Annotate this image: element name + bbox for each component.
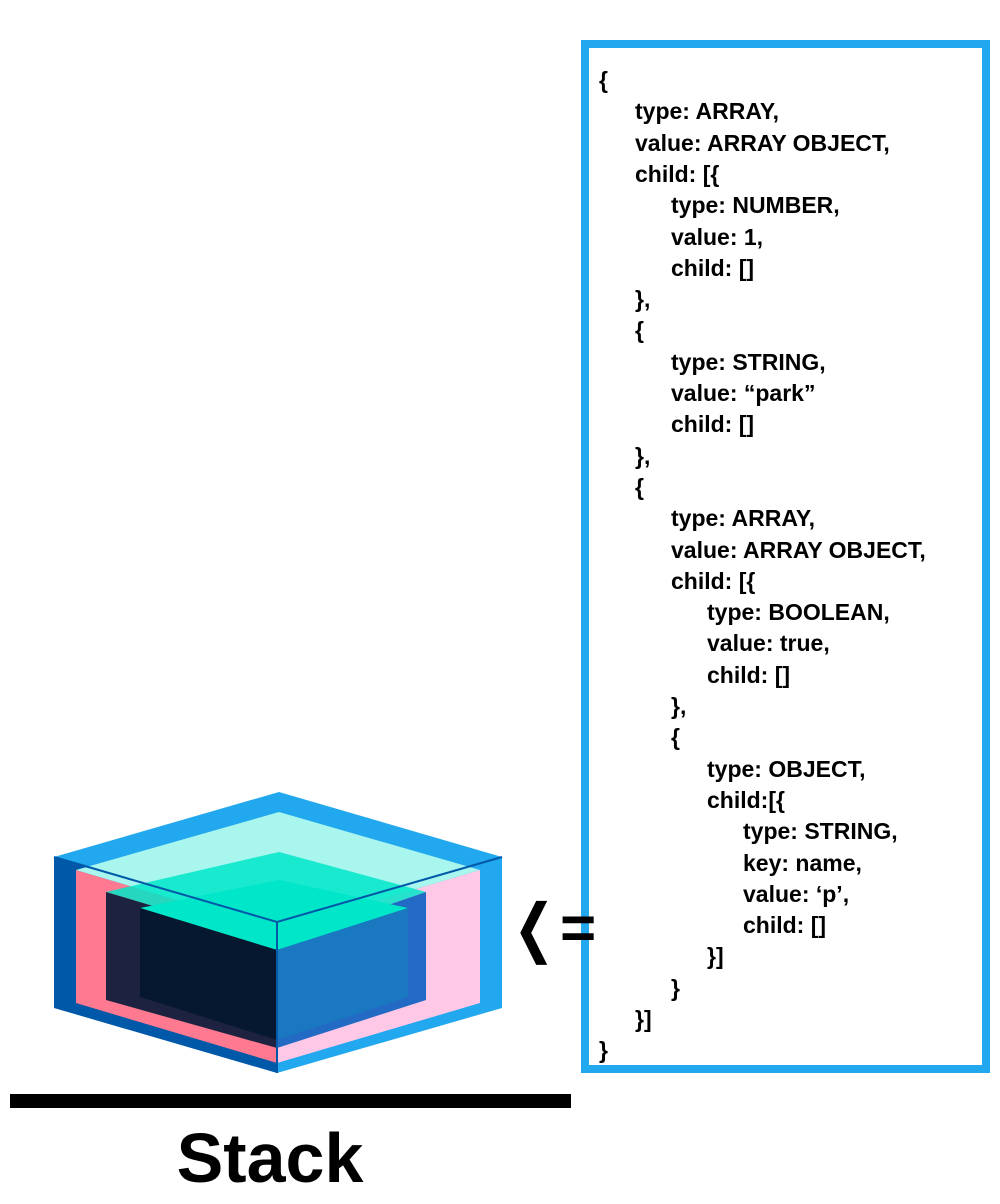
code-line: type: OBJECT, — [707, 755, 866, 782]
code-line: { — [599, 67, 608, 93]
code-line: type: NUMBER, — [671, 192, 840, 219]
code-line: child: [{ — [635, 160, 720, 187]
code-line: } — [671, 974, 680, 1001]
code-line: child: [{ — [671, 567, 756, 594]
code-line: type: STRING, — [743, 818, 898, 845]
inner-cube-left — [140, 908, 277, 1040]
code-line: }] — [707, 943, 724, 970]
code-line: type: STRING, — [671, 348, 826, 375]
code-line: child: [] — [671, 254, 755, 281]
arrow-label: ❬= — [508, 894, 597, 963]
code-line: { — [635, 317, 644, 344]
code-line: value: ARRAY OBJECT, — [671, 536, 926, 563]
code-line: value: 1, — [671, 223, 764, 250]
code-line: }, — [635, 442, 651, 469]
code-line: value: true, — [707, 630, 830, 657]
code-line: { — [671, 724, 680, 751]
code-line: { — [635, 473, 644, 500]
code-line: }, — [671, 693, 687, 719]
inner-cube-top — [140, 880, 408, 950]
code-line: value: ‘p’, — [743, 880, 850, 907]
stack-label: Stack — [176, 1119, 364, 1197]
code-line: value: “park” — [671, 380, 816, 406]
code-line: child:[{ — [707, 786, 785, 813]
inner-cube-right — [277, 908, 408, 1040]
code-line: type: BOOLEAN, — [707, 599, 890, 626]
code-block: { type: ARRAY, value: ARRAY OBJECT, child: … — [589, 48, 982, 1065]
code-line: }, — [635, 286, 651, 313]
code-line: }] — [635, 1006, 652, 1032]
code-line: } — [599, 1037, 608, 1064]
code-line: type: ARRAY, — [635, 98, 779, 125]
code-line: value: ARRAY OBJECT, — [635, 129, 890, 156]
code-line: child: [] — [671, 411, 755, 438]
stack-divider — [10, 1094, 571, 1108]
code-line: type: ARRAY, — [671, 505, 815, 532]
code-line: child: [] — [707, 661, 791, 688]
code-line: child: [] — [743, 912, 827, 939]
code-box: { type: ARRAY, value: ARRAY OBJECT, child: … — [581, 40, 990, 1073]
code-line: key: name, — [743, 849, 862, 876]
